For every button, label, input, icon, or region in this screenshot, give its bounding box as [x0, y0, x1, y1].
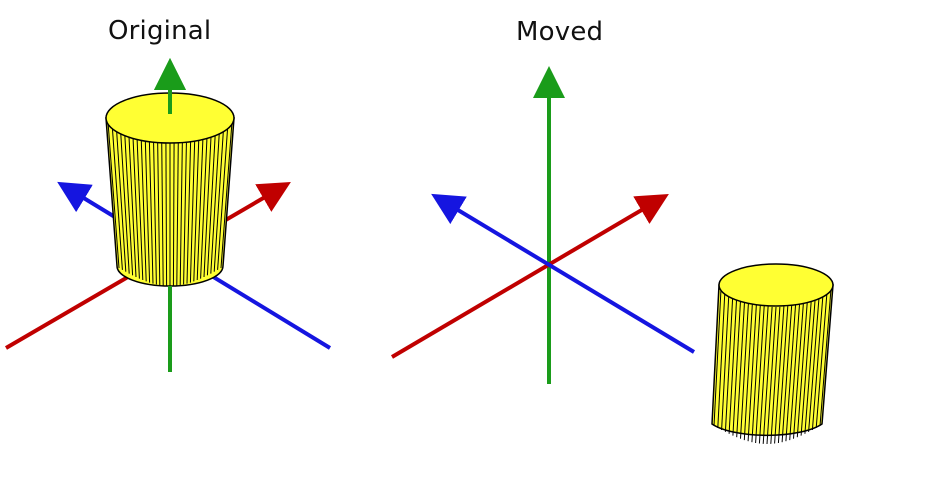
- moved-panel: [390, 66, 834, 445]
- original-cylinder: [105, 92, 235, 287]
- original-panel: [4, 58, 332, 372]
- original-panel-title: Original: [108, 16, 212, 46]
- moved-cylinder: [711, 263, 834, 445]
- moved-z-axis: [431, 193, 696, 354]
- moved-panel-title: Moved: [516, 17, 604, 47]
- moved-x-axis: [390, 193, 669, 359]
